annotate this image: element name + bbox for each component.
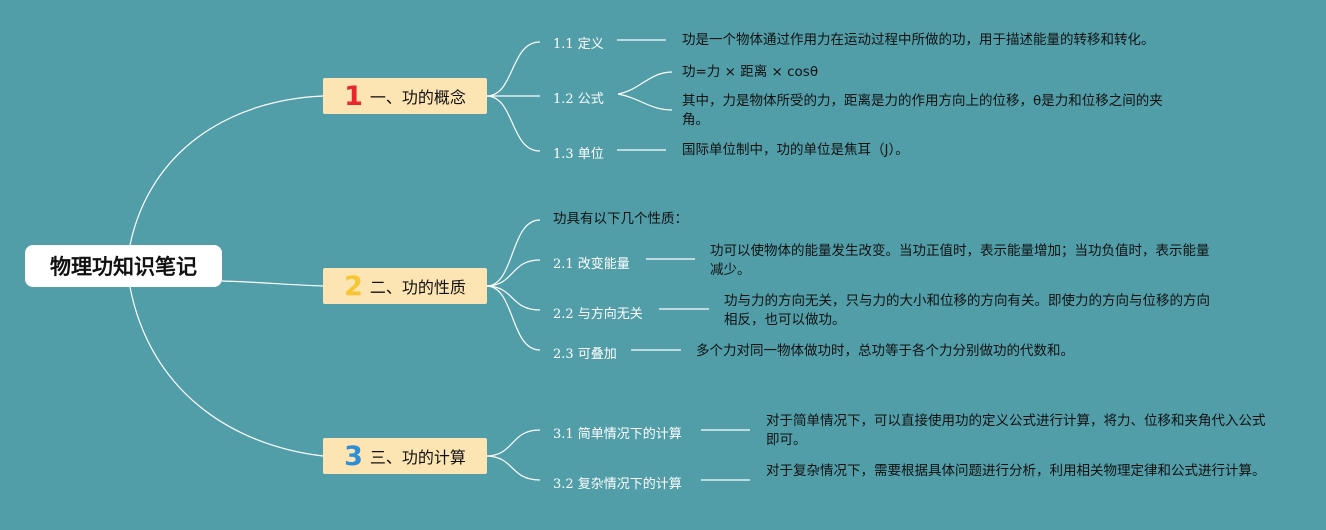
root-title: 物理功知识笔记 — [50, 255, 197, 279]
detail-2-2: 功与力的方向无关，只与力的大小和位移的方向有关。即使力的方向与位移的方向相反，也… — [724, 293, 1210, 328]
detail-3-1: 对于简单情况下，可以直接使用功的定义公式进行计算，将力、位移和夹角代入公式即可。 — [766, 413, 1266, 448]
topic-2-node[interactable]: 2 二、功的性质 — [323, 268, 487, 304]
detail-2-3: 多个力对同一物体做功时，总功等于各个力分别做功的代数和。 — [696, 343, 1074, 359]
subtopic-2-1[interactable]: 2.1 改变能量 — [553, 257, 630, 272]
number-3-icon: 3 — [344, 440, 363, 472]
link-sub-1-2-detail-1 — [617, 71, 673, 95]
link-root-topic-1 — [129, 95, 324, 246]
topic-1-label: 一、功的概念 — [369, 88, 466, 107]
subtopic-3-2[interactable]: 3.2 复杂情况下的计算 — [553, 477, 682, 492]
link-sub-1-2-detail-2 — [617, 93, 673, 111]
topic-2-intro: 功具有以下几个性质： — [553, 211, 688, 227]
detail-2-1: 功可以使物体的能量发生改变。当功正值时，表示能量增加；当功负值时，表示能量减少。 — [710, 243, 1210, 278]
detail-3-2: 对于复杂情况下，需要根据具体问题进行分析，利用相关物理定律和公式进行计算。 — [766, 463, 1266, 479]
detail-1-3: 国际单位制中，功的单位是焦耳（J）。 — [682, 142, 909, 158]
subtopic-2-2[interactable]: 2.2 与方向无关 — [553, 307, 643, 322]
link-topic-1-sub-1-1 — [486, 41, 541, 97]
detail-1-2-explanation: 其中，力是物体所受的力，距离是力的作用方向上的位移，θ是力和位移之间的夹角。 — [682, 93, 1163, 128]
link-topic-2-sub-2-1 — [486, 259, 541, 287]
topic-1-node[interactable]: 1 一、功的概念 — [323, 78, 487, 114]
topic-3-label: 三、功的计算 — [369, 448, 466, 467]
detail-1-2-formula: 功=力 × 距离 × cosθ — [682, 64, 819, 80]
topic-2-label: 二、功的性质 — [369, 278, 466, 297]
link-topic-2-intro — [486, 219, 541, 287]
link-topic-1-sub-1-3 — [486, 95, 541, 152]
link-topic-3-sub-3-1 — [486, 429, 541, 457]
link-topic-3-sub-3-2 — [486, 455, 541, 481]
subtopic-3-1[interactable]: 3.1 简单情况下的计算 — [553, 427, 682, 442]
link-root-topic-2 — [221, 280, 324, 287]
link-topic-2-sub-2-3 — [486, 285, 541, 351]
subtopic-1-3[interactable]: 1.3 单位 — [553, 147, 604, 162]
subtopic-1-1[interactable]: 1.1 定义 — [553, 37, 604, 52]
subtopic-1-2[interactable]: 1.2 公式 — [553, 92, 604, 107]
link-topic-2-sub-2-2 — [486, 285, 541, 311]
root-node[interactable]: 物理功知识笔记 — [25, 245, 222, 287]
subtopic-2-3[interactable]: 2.3 可叠加 — [553, 347, 617, 362]
number-2-icon: 2 — [344, 270, 363, 302]
link-root-topic-3 — [129, 286, 324, 457]
number-1-icon: 1 — [344, 80, 363, 112]
detail-1-1: 功是一个物体通过作用力在运动过程中所做的功，用于描述能量的转移和转化。 — [682, 32, 1155, 48]
topic-3-node[interactable]: 3 三、功的计算 — [323, 438, 487, 474]
